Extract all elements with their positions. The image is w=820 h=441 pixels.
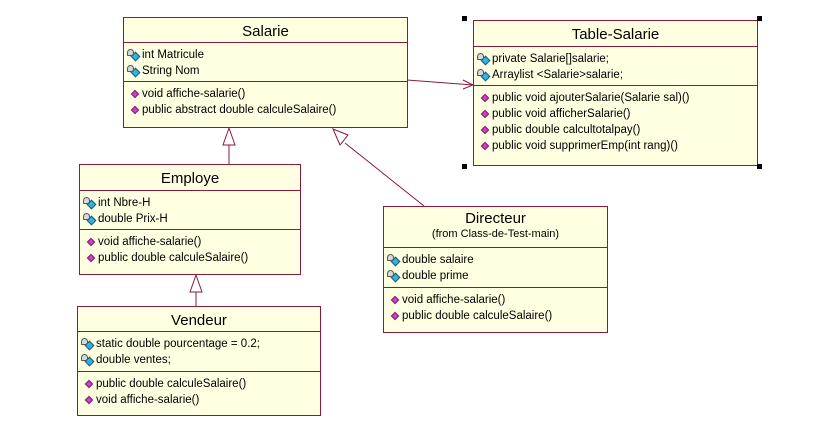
class-name: Directeur xyxy=(465,210,526,227)
operation[interactable]: public void supprimerEmp(int rang)() xyxy=(477,138,757,154)
operation[interactable]: void affiche-salarie() xyxy=(81,392,320,408)
attribute[interactable]: int Nbre-H xyxy=(83,195,300,211)
attribute[interactable]: Arraylist <Salarie>salarie; xyxy=(477,67,757,83)
attribute[interactable]: private Salarie[]salarie; xyxy=(477,51,757,67)
class-salarie[interactable]: Salarie int Matricule String Nom void af… xyxy=(123,17,408,128)
attributes-compartment: double salaire double prime xyxy=(384,248,607,288)
private-attribute-icon xyxy=(81,338,95,351)
attributes-compartment: int Nbre-H double Prix-H xyxy=(80,191,300,230)
class-employe[interactable]: Employe int Nbre-H double Prix-H void af… xyxy=(79,164,301,275)
attributes-compartment: private Salarie[]salarie; Arraylist <Sal… xyxy=(474,47,757,86)
operations-compartment: public double calculeSalaire() void affi… xyxy=(78,372,320,408)
operation-icon xyxy=(86,253,96,263)
attribute[interactable]: double ventes; xyxy=(81,352,320,368)
generalization-arrowhead xyxy=(222,126,236,146)
operation[interactable]: public abstract double calculeSalaire() xyxy=(127,102,407,118)
operation-icon xyxy=(130,105,140,115)
class-table-salarie[interactable]: Table-Salarie private Salarie[]salarie; … xyxy=(473,20,758,166)
attribute[interactable]: static double pourcentage = 0.2; xyxy=(81,336,320,352)
operation[interactable]: public void afficherSalarie() xyxy=(477,106,757,122)
operation[interactable]: void affiche-salarie() xyxy=(83,234,300,250)
selection-handle[interactable] xyxy=(462,164,467,169)
operation[interactable]: public double calculeSalaire() xyxy=(387,308,607,324)
selection-handle[interactable] xyxy=(462,16,467,21)
private-attribute-icon xyxy=(127,49,141,62)
private-attribute-icon xyxy=(83,213,97,226)
private-attribute-icon xyxy=(387,254,401,267)
operation-icon xyxy=(390,295,400,305)
operation-icon xyxy=(84,395,94,405)
private-attribute-icon xyxy=(81,354,95,367)
operation[interactable]: void affiche-salarie() xyxy=(127,86,407,102)
attribute[interactable]: double Prix-H xyxy=(83,211,300,227)
attributes-compartment: int Matricule String Nom xyxy=(124,43,407,82)
class-name: Table-Salarie xyxy=(474,21,757,47)
generalization-arrowhead xyxy=(332,128,349,146)
class-name: Vendeur xyxy=(78,307,320,332)
operation-icon xyxy=(480,141,490,151)
attributes-compartment: static double pourcentage = 0.2; double … xyxy=(78,332,320,372)
private-attribute-icon xyxy=(83,197,97,210)
selection-handle[interactable] xyxy=(757,16,762,21)
operation-icon xyxy=(84,379,94,389)
operation[interactable]: void affiche-salarie() xyxy=(387,292,607,308)
operation[interactable]: public double calcultotalpay() xyxy=(477,122,757,138)
association-line[interactable] xyxy=(406,79,474,86)
operation-icon xyxy=(390,311,400,321)
attribute[interactable]: int Matricule xyxy=(127,47,407,63)
operation[interactable]: public void ajouterSalarie(Salarie sal)(… xyxy=(477,90,757,106)
class-name: Employe xyxy=(80,165,300,191)
operation-icon xyxy=(480,93,490,103)
operation-icon xyxy=(480,109,490,119)
generalization-directeur-salarie[interactable] xyxy=(344,142,425,207)
operation-icon xyxy=(130,89,140,99)
operation-icon xyxy=(480,125,490,135)
operations-compartment: public void ajouterSalarie(Salarie sal)(… xyxy=(474,86,757,154)
private-attribute-icon xyxy=(127,65,141,78)
class-name-compartment: Directeur (from Class-de-Test-main) xyxy=(384,207,607,248)
private-attribute-icon xyxy=(387,270,401,283)
generalization-arrowhead xyxy=(189,273,203,293)
operations-compartment: void affiche-salarie() public double cal… xyxy=(384,288,607,324)
operations-compartment: void affiche-salarie() public abstract d… xyxy=(124,82,407,118)
private-attribute-icon xyxy=(477,69,491,82)
operation[interactable]: public double calculeSalaire() xyxy=(81,376,320,392)
operation[interactable]: public double calculeSalaire() xyxy=(83,250,300,266)
private-attribute-icon xyxy=(477,53,491,66)
operation-icon xyxy=(86,237,96,247)
attribute[interactable]: double prime xyxy=(387,268,607,284)
package-label: (from Class-de-Test-main) xyxy=(431,228,560,240)
selection-handle[interactable] xyxy=(757,164,762,169)
class-name: Salarie xyxy=(124,18,407,43)
attribute[interactable]: String Nom xyxy=(127,63,407,79)
class-vendeur[interactable]: Vendeur static double pourcentage = 0.2;… xyxy=(77,306,321,416)
attribute[interactable]: double salaire xyxy=(387,252,607,268)
operations-compartment: void affiche-salarie() public double cal… xyxy=(80,230,300,266)
class-directeur[interactable]: Directeur (from Class-de-Test-main) doub… xyxy=(383,206,608,333)
